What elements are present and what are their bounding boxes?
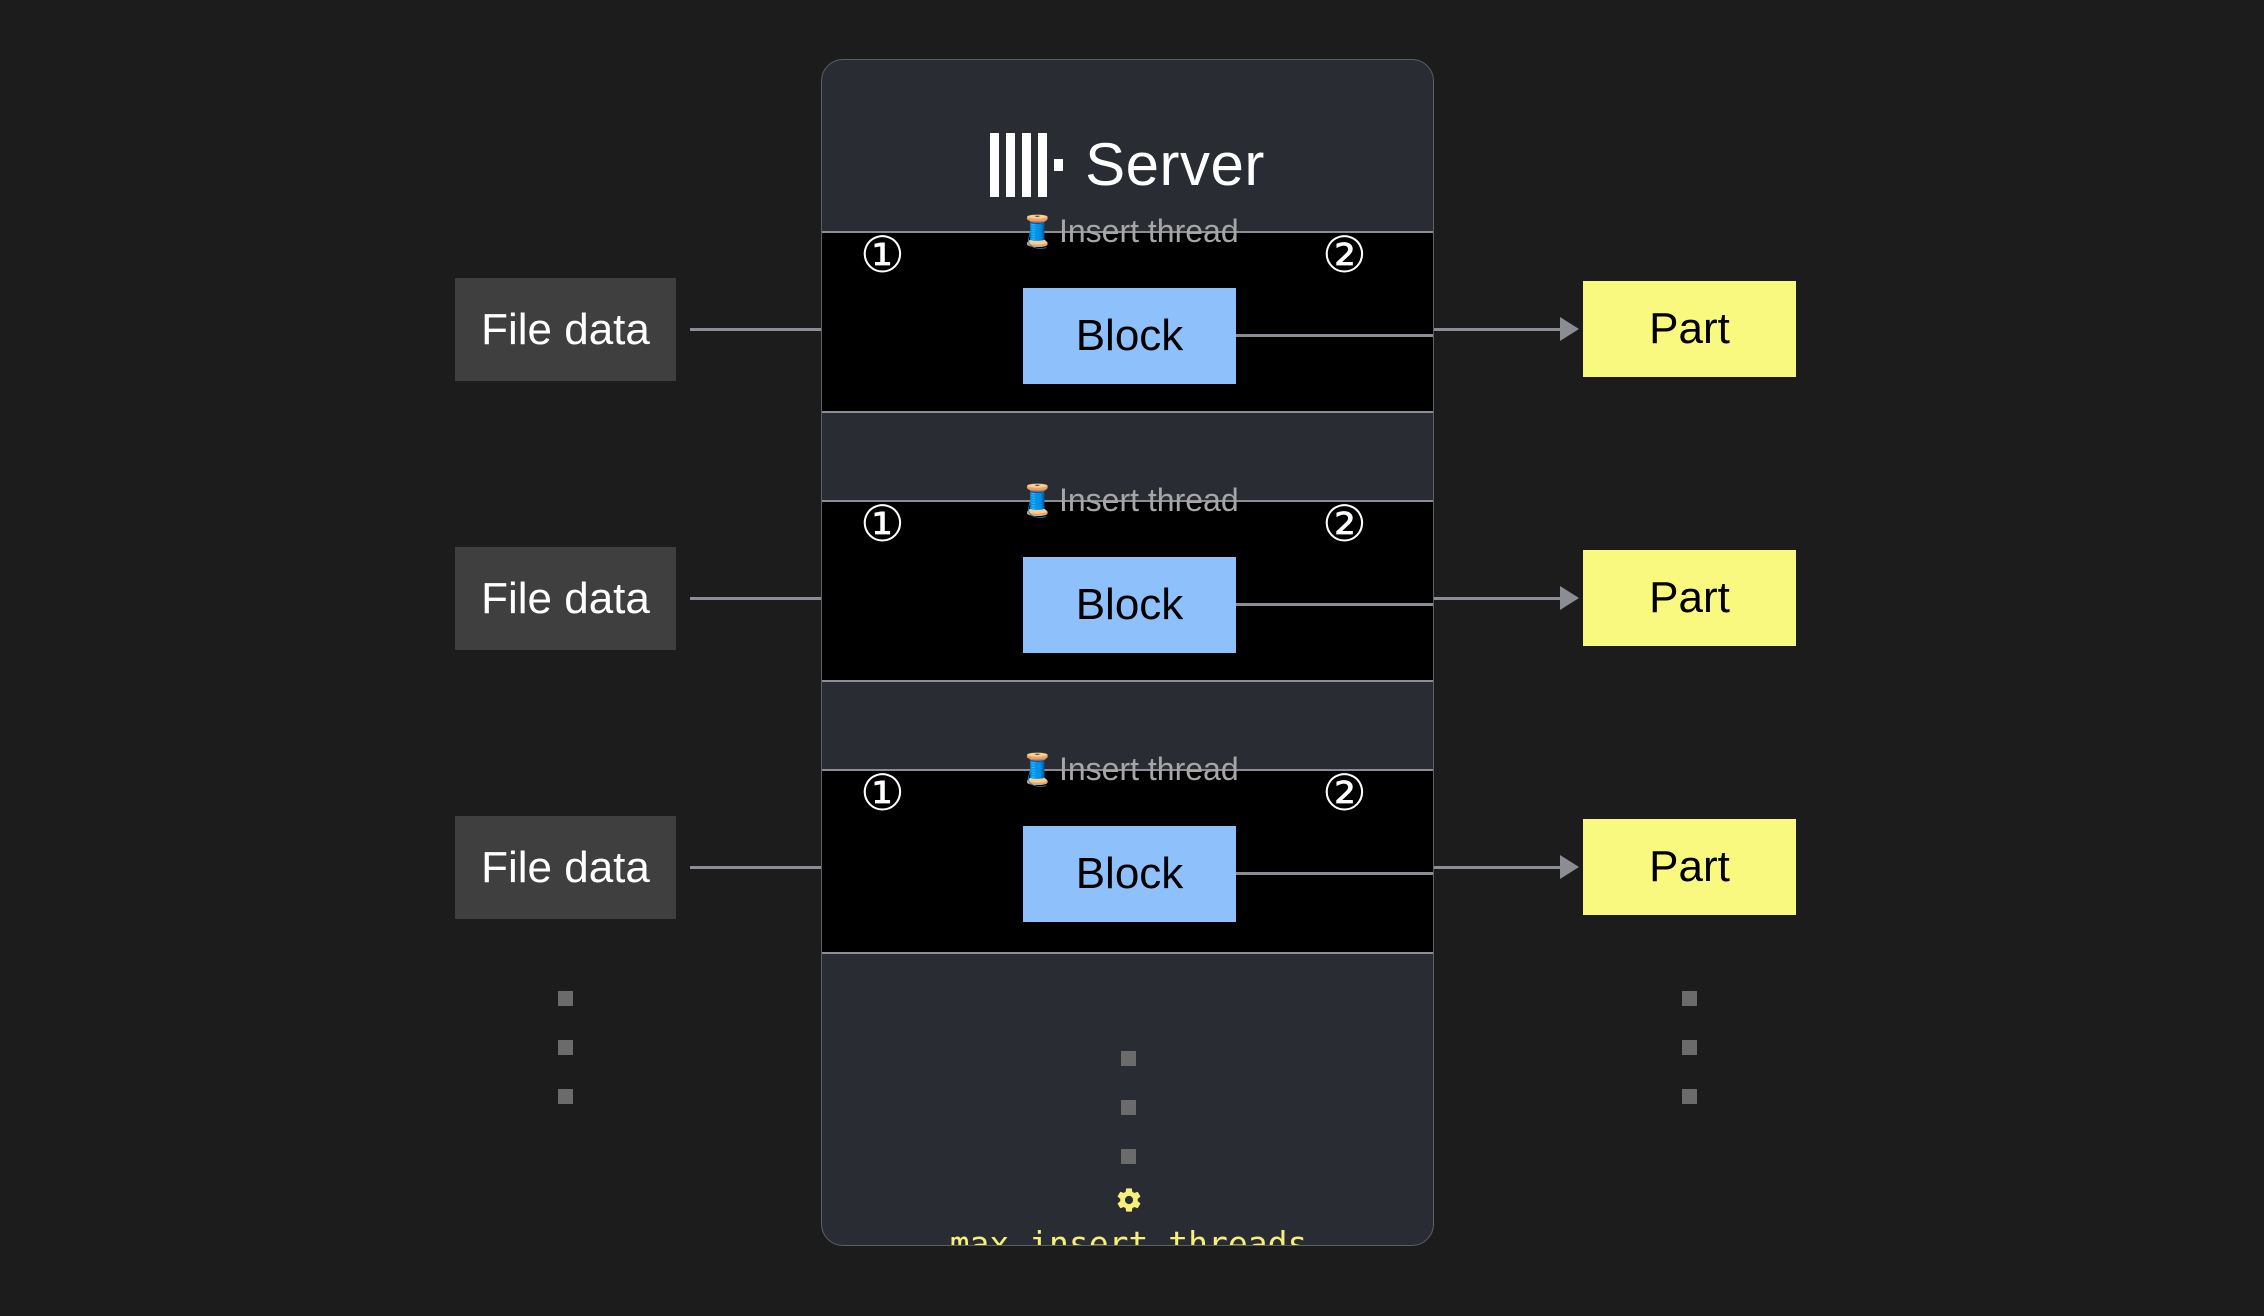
arrowhead-block-to-part-2 — [1560, 586, 1579, 610]
block-exit-line-2 — [1236, 603, 1433, 606]
block-box-2: Block — [1023, 557, 1236, 653]
step-number-in-1: ① — [860, 227, 905, 283]
part-box-1: Part — [1583, 281, 1796, 377]
step-number-out-1: ② — [1322, 227, 1367, 283]
clickhouse-logo-icon — [990, 132, 1064, 197]
step-number-in-2: ① — [860, 496, 905, 552]
arrowhead-block-to-part-3 — [1560, 855, 1579, 879]
ellipsis-squares-left — [558, 991, 573, 1104]
block-exit-line-3 — [1236, 872, 1433, 875]
arrowhead-block-to-part-1 — [1560, 317, 1579, 341]
arrow-block-to-part-2 — [1434, 597, 1564, 600]
step-number-out-3: ② — [1322, 765, 1367, 821]
ellipsis-square — [1121, 1149, 1136, 1164]
part-box-2: Part — [1583, 550, 1796, 646]
ellipsis-square — [1682, 1089, 1697, 1104]
ellipsis-squares-card — [1121, 1051, 1136, 1164]
server-card: Server 🧵 Insert thread 🧵 Insert thread 🧵… — [821, 59, 1434, 1246]
ellipsis-square — [558, 1040, 573, 1055]
ellipsis-square — [558, 991, 573, 1006]
block-label: Block — [1075, 580, 1184, 629]
ellipsis-squares-right — [1682, 991, 1697, 1104]
max-insert-threads-setting: max_insert_threads — [822, 1186, 1433, 1246]
gear-icon — [1117, 1188, 1140, 1212]
part-label: Part — [1649, 304, 1730, 353]
block-label: Block — [1075, 311, 1184, 360]
server-title: Server — [822, 130, 1433, 199]
file-data-label: File data — [481, 573, 650, 623]
block-exit-line-1 — [1236, 334, 1433, 337]
file-data-box-3: File data — [455, 816, 676, 919]
setting-name: max_insert_threads — [949, 1224, 1308, 1246]
block-label: Block — [1075, 849, 1184, 898]
arrow-block-to-part-1 — [1434, 328, 1564, 331]
ellipsis-square — [1682, 991, 1697, 1006]
step-number-in-3: ① — [860, 765, 905, 821]
part-box-3: Part — [1583, 819, 1796, 915]
server-title-text: Server — [1085, 131, 1265, 198]
ellipsis-square — [1121, 1100, 1136, 1115]
arrow-block-to-part-3 — [1434, 866, 1564, 869]
block-box-1: Block — [1023, 288, 1236, 384]
block-box-3: Block — [1023, 826, 1236, 922]
file-data-label: File data — [481, 304, 650, 354]
part-label: Part — [1649, 842, 1730, 891]
part-label: Part — [1649, 573, 1730, 622]
step-number-out-2: ② — [1322, 496, 1367, 552]
file-data-box-2: File data — [455, 547, 676, 650]
ellipsis-square — [1121, 1051, 1136, 1066]
file-data-box-1: File data — [455, 278, 676, 381]
file-data-label: File data — [481, 842, 650, 892]
ellipsis-square — [558, 1089, 573, 1104]
ellipsis-square — [1682, 1040, 1697, 1055]
